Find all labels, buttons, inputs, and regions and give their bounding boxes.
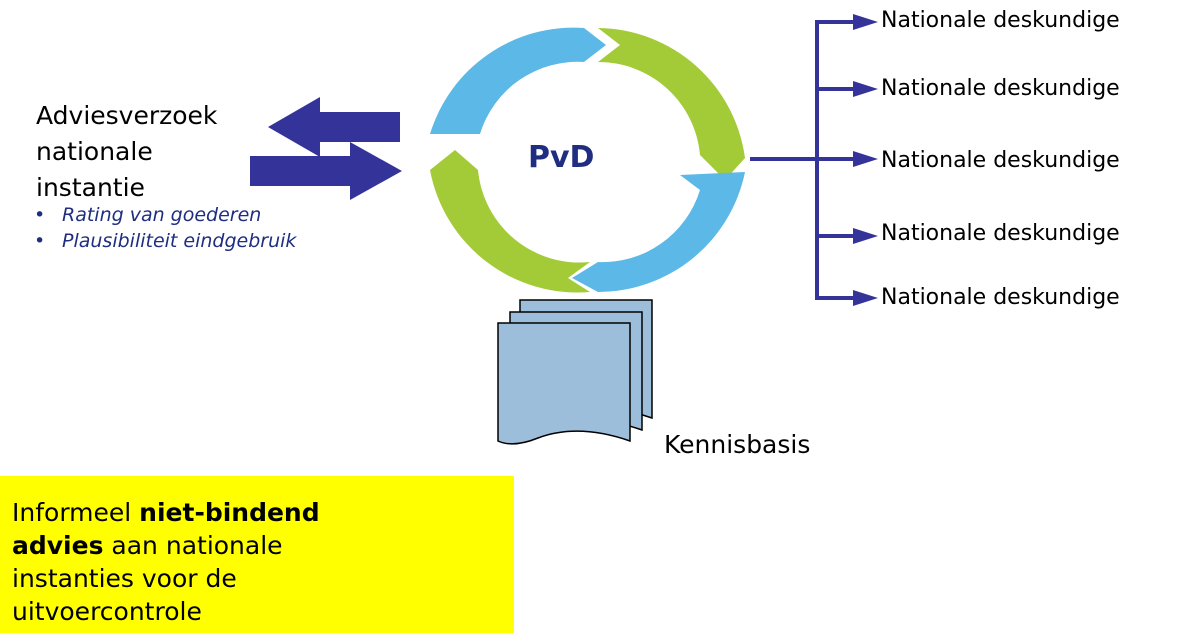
advice-box: Informeel niet-bindend advies aan nation… [0, 476, 514, 633]
bullet-text: Plausibiliteit eindgebruik [62, 230, 297, 252]
incoming-arrow-right [250, 142, 402, 200]
outgoing-arrow-left [268, 97, 400, 157]
arrowhead-5 [853, 290, 878, 306]
knowledge-base-icon [497, 299, 653, 445]
arrowhead-1 [853, 14, 878, 30]
expert-connector [750, 20, 855, 300]
expert-label-3: Nationale deskundige [881, 148, 1120, 173]
bullet-dot-icon: • [34, 204, 46, 226]
cycle-segment-top-right [598, 28, 745, 180]
bullet-item-plausibility: • Plausibiliteit eindgebruik [34, 230, 297, 252]
advice-line-1: Informeel niet-bindend [12, 496, 514, 529]
request-line-2: nationale [36, 137, 153, 166]
arrowhead-3 [853, 151, 878, 167]
bullet-item-rating: • Rating van goederen [34, 204, 262, 226]
expert-label-1: Nationale deskundige [881, 8, 1120, 33]
request-line-3: instantie [36, 173, 145, 202]
center-label: PvD [528, 140, 595, 175]
knowledge-base-label: Kennisbasis [664, 430, 811, 459]
expert-label-4: Nationale deskundige [881, 221, 1120, 246]
advice-bold-1: niet-bindend [139, 498, 320, 527]
arrowhead-4 [853, 228, 878, 244]
expert-arrowheads [853, 14, 878, 306]
cycle-segment-bottom-right [572, 172, 745, 292]
arrowhead-2 [853, 81, 878, 97]
cycle-segment-top-left [430, 27, 606, 134]
request-line-1: Adviesverzoek [36, 101, 218, 130]
advice-rest-2: aan nationale [111, 531, 283, 560]
bullet-dot-icon: • [34, 230, 46, 252]
advice-line-2: advies aan nationale [12, 529, 514, 562]
advice-prefix: Informeel [12, 498, 132, 527]
advice-line-4: uitvoercontrole [12, 597, 202, 626]
cycle-segment-bottom-left [430, 150, 590, 293]
advice-line-3: instanties voor de [12, 564, 237, 593]
document-front [497, 322, 631, 445]
expert-label-2: Nationale deskundige [881, 76, 1120, 101]
expert-label-5: Nationale deskundige [881, 285, 1120, 310]
bullet-text: Rating van goederen [62, 204, 262, 226]
advice-bold-2: advies [12, 531, 104, 560]
